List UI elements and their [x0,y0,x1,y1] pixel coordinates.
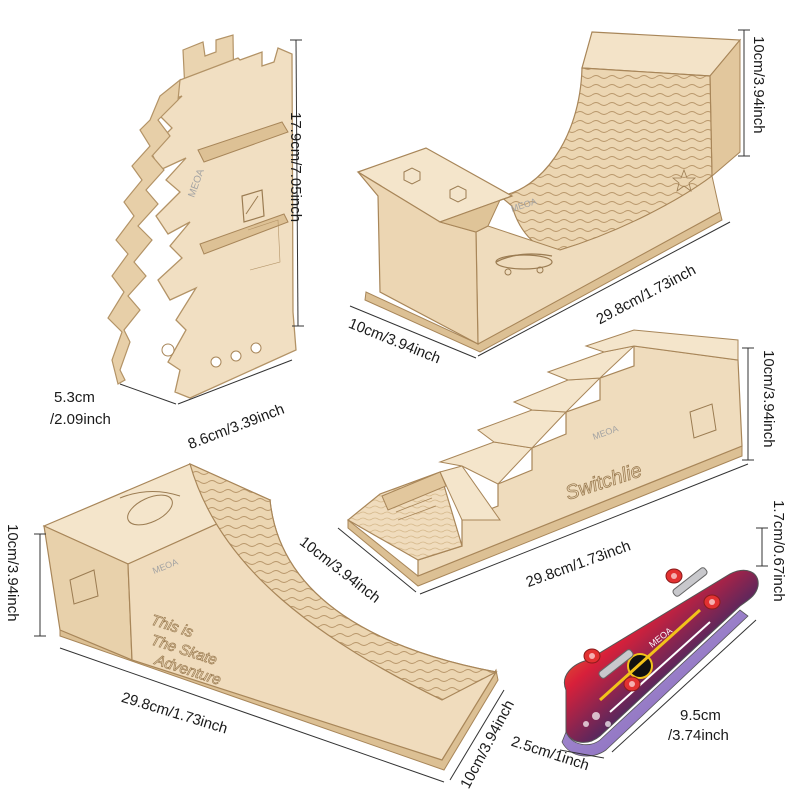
fingerboard-deck [564,570,759,743]
stairs-dimension-lines [337,347,754,595]
stairs-height-label: 10cm/3.94inch [760,350,777,448]
ramp-dimension-lines [34,533,505,783]
stand-dimension-lines [119,39,304,405]
stairs-ramp: Switchlie MEOA [346,329,743,587]
fingerboard: MEOA [561,567,759,757]
stand-height-label: 17.9cm/7.05inch [287,112,304,223]
halfpipe-ramp: MEOA [356,31,742,353]
fingerboard-length-label-line1: 9.5cm [680,707,721,724]
halfpipe-height-label: 10cm/3.94inch [750,36,767,134]
board-stand: MEOA [107,34,297,399]
ramp-height-label: 10cm/3.94inch [4,524,21,622]
halfpipe-dimension-lines [349,29,750,359]
quarter-ramp: MEOA This is The Skate Adventure [42,462,499,771]
stand-width-label-line1: 5.3cm [54,389,95,406]
stand-width-label-line2: /2.09inch [50,411,111,428]
fingerboard-length-label-line2: /3.74inch [668,727,729,744]
stand-left-panel [107,78,181,385]
fingerboard-dimension-lines [559,527,768,759]
fingerboard-height-label: 1.7cm/0.67inch [770,500,787,602]
quarter-ramp-curve [189,462,498,701]
